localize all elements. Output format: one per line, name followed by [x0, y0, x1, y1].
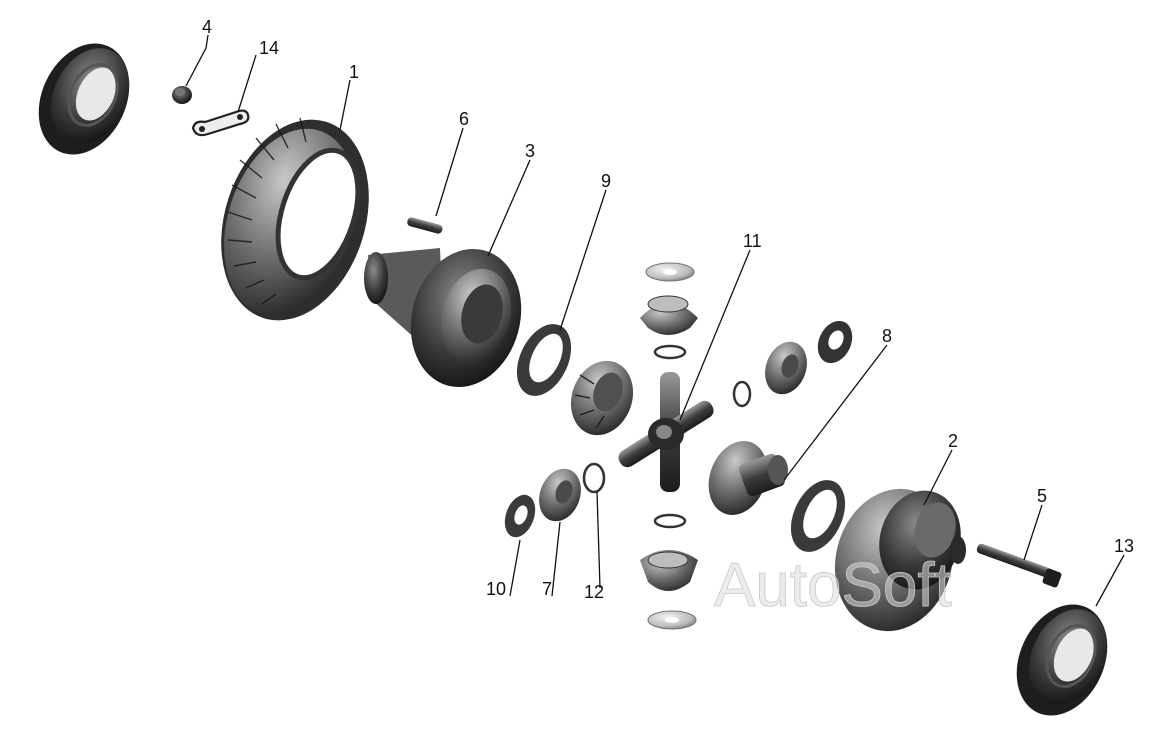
callout-3: 3 [525, 141, 535, 161]
upper-washer [645, 262, 695, 282]
ring-gear [221, 117, 369, 321]
right-washer [817, 320, 853, 364]
spider-cross [618, 372, 714, 492]
bolt [976, 543, 1062, 588]
callout-4: 4 [202, 17, 212, 37]
callout-11: 11 [743, 231, 762, 251]
lower-spacer-ring [653, 513, 687, 529]
washer-lower-left [504, 494, 536, 538]
bearing-left [38, 43, 130, 155]
lock-plate [191, 109, 250, 137]
differential-case-left [364, 248, 522, 388]
callout-13: 13 [1114, 536, 1134, 556]
pinion-lower-left [539, 468, 581, 522]
callout-14: 14 [259, 38, 279, 58]
right-pinion [765, 341, 807, 395]
thrust-washer-left [516, 324, 572, 396]
upper-pinion [640, 295, 698, 335]
callout-5: 5 [1037, 486, 1047, 506]
lower-pinion [640, 550, 698, 591]
spacer-ring [582, 462, 606, 494]
callout-2: 2 [948, 431, 958, 451]
callout-8: 8 [882, 326, 892, 346]
callout-7: 7 [542, 579, 552, 599]
leader-lines [185, 34, 1125, 607]
pin [407, 217, 443, 234]
thrust-washer-right [790, 480, 846, 552]
callout-10: 10 [486, 579, 506, 599]
side-gear-right [708, 441, 788, 515]
lower-washer [647, 610, 697, 630]
upper-spacer-ring [653, 344, 687, 360]
right-spacer-ring [732, 380, 752, 408]
callout-6: 6 [459, 109, 469, 129]
bearing-right [1016, 604, 1108, 716]
watermark: AutoSoft [714, 551, 952, 620]
callout-12: 12 [584, 582, 604, 602]
callout-1: 1 [349, 62, 359, 82]
nut [172, 86, 192, 104]
callouts: 4 14 1 6 3 9 11 8 2 5 13 10 7 12 [202, 17, 1134, 602]
differential-case-right [834, 488, 966, 632]
callout-9: 9 [601, 171, 611, 191]
side-gear-left [570, 360, 634, 436]
